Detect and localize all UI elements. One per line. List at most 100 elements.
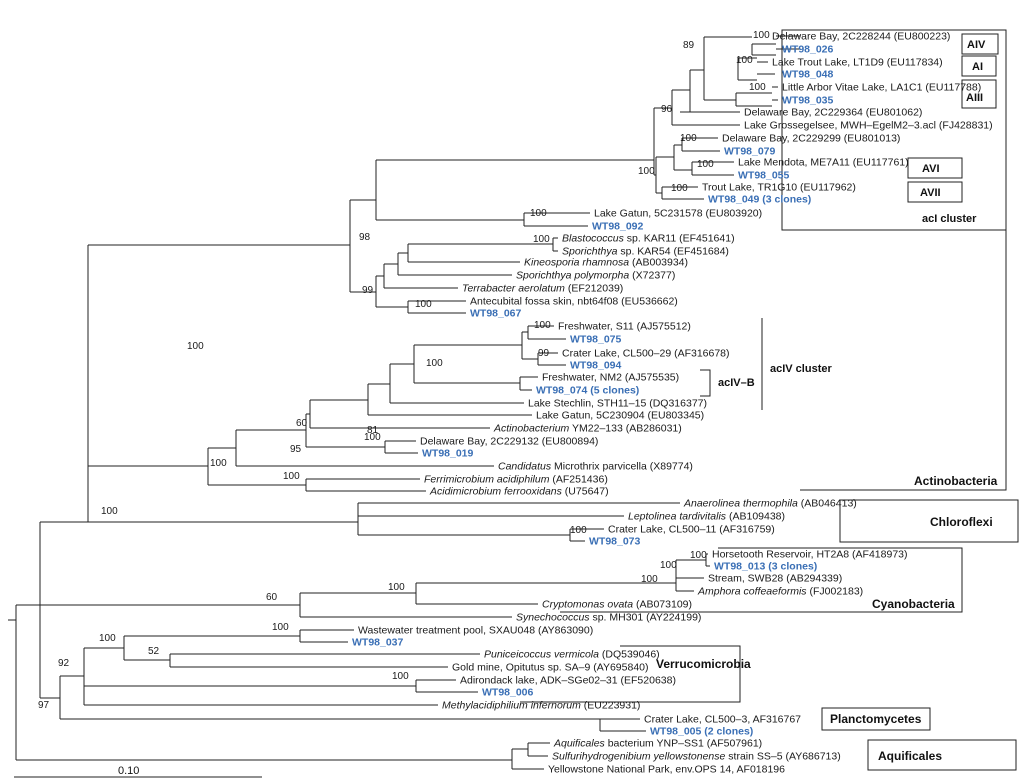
- taxon-label-part: Methylacidiphilium infernorum: [442, 700, 581, 712]
- box-chloro: [839, 499, 1019, 543]
- clone-label: WT98_035: [782, 95, 834, 107]
- group-label-acI: acI cluster: [922, 213, 977, 225]
- box-ai: [961, 55, 997, 77]
- taxon-label: Leptolinea tardivitalis (AB109438): [628, 511, 785, 523]
- taxon-label-part: WT98_037: [352, 637, 404, 649]
- taxon-label-part: WT98_055: [738, 170, 790, 182]
- box-aiii: [961, 79, 997, 109]
- taxon-label-part: Yellowstone National Park, env.OPS 14, A…: [548, 764, 785, 776]
- taxon-label-part: Amphora coffeaeformis: [697, 586, 807, 598]
- bootstrap-value: 89: [683, 40, 695, 51]
- taxon-label-part: Sporichthya polymorpha: [516, 270, 629, 282]
- taxon-label-part: WT98_074 (5 clones): [536, 385, 639, 397]
- group-label-avii: AVII: [920, 187, 941, 199]
- taxon-label: Aquificales bacterium YNP–SS1 (AF507961): [553, 738, 762, 750]
- taxon-label-part: Actinobacterium: [493, 423, 570, 435]
- taxon-label-part: Lake Gatun, 5C231578 (EU803920): [594, 208, 762, 220]
- taxon-label-part: Crater Lake, CL500–29 (AF316678): [562, 348, 730, 360]
- taxon-label-part: Crater Lake, CL500–3, AF316767: [644, 714, 801, 726]
- taxon-label-part: Candidatus: [498, 461, 552, 473]
- taxon-label-part: (AF251436): [549, 474, 607, 486]
- bootstrap-value: 100: [697, 159, 714, 170]
- group-label-actino: Actinobacteria: [914, 474, 998, 488]
- clone-label: WT98_055: [738, 170, 790, 182]
- group-label-verru: Verrucomicrobia: [656, 657, 751, 671]
- taxon-label-part: Leptolinea tardivitalis: [628, 511, 727, 523]
- tree-branches: [8, 35, 800, 770]
- taxon-label: Terrabacter aerolatum (EF212039): [462, 283, 623, 295]
- clone-label: WT98_049 (3 clones): [708, 194, 811, 206]
- clone-label: WT98_079: [724, 146, 776, 158]
- taxon-label: Lake Mendota, ME7A11 (EU117761): [738, 157, 909, 169]
- bootstrap-value: 100: [210, 458, 227, 469]
- taxon-label: Gold mine, Opitutus sp. SA–9 (AY695840): [452, 662, 649, 674]
- box-aquif: [867, 739, 1017, 771]
- clone-label: WT98_073: [589, 536, 641, 548]
- taxon-label-part: Little Arbor Vitae Lake, LA1C1 (EU117788…: [782, 82, 981, 94]
- bootstrap-value: 100: [641, 574, 658, 585]
- taxon-label-part: Cryptomonas ovata: [542, 599, 633, 611]
- bootstrap-value: 97: [38, 700, 50, 711]
- taxon-label: Delaware Bay, 2C228244 (EU800223): [772, 31, 950, 43]
- bracket-cyano: [560, 547, 963, 613]
- bootstrap-labels: 1008910010096100100100100100989910010010…: [38, 30, 770, 711]
- taxon-label-part: WT98_049 (3 clones): [708, 194, 811, 206]
- bootstrap-value: 100: [570, 525, 587, 536]
- clone-label: WT98_013 (3 clones): [714, 561, 817, 573]
- bootstrap-value: 100: [415, 299, 432, 310]
- taxon-label: Freshwater, S11 (AJ575512): [558, 321, 691, 333]
- taxon-label-part: WT98_026: [782, 44, 834, 56]
- taxon-label-part: Lake Trout Lake, LT1D9 (EU117834): [772, 57, 943, 69]
- bootstrap-value: 60: [266, 592, 278, 603]
- bracket-actino: [800, 30, 1007, 491]
- taxon-label: Horsetooth Reservoir, HT2A8 (AF418973): [712, 549, 908, 561]
- taxon-label-part: Acidimicrobium ferrooxidans: [429, 486, 563, 498]
- group-label-acIVB: acIV–B: [718, 377, 755, 389]
- taxon-label-part: (U75647): [562, 486, 609, 498]
- taxon-label-part: Stream, SWB28 (AB294339): [708, 573, 842, 585]
- bootstrap-value: 100: [283, 471, 300, 482]
- taxon-label: Lake Gatun, 5C231578 (EU803920): [594, 208, 762, 220]
- bootstrap-value: 100: [753, 30, 770, 41]
- taxon-label: Crater Lake, CL500–29 (AF316678): [562, 348, 730, 360]
- taxon-label-part: Anaerolinea thermophila: [683, 498, 798, 510]
- taxon-label-part: Synechococcus: [516, 612, 590, 624]
- group-label-cyano: Cyanobacteria: [872, 597, 955, 611]
- taxon-label-part: Lake Grossegelsee, MWH–EgelM2–3.acl (FJ4…: [744, 120, 993, 132]
- taxon-label-part: Ferrimicrobium acidiphilum: [424, 474, 550, 486]
- taxon-label-part: sp. MH301 (AY224199): [590, 612, 702, 624]
- bootstrap-value: 60: [296, 418, 308, 429]
- taxon-label-part: WT98_035: [782, 95, 834, 107]
- group-label-ai: AI: [972, 61, 983, 73]
- scale-bar-label: 0.10: [118, 765, 139, 777]
- taxon-label: Lake Stechlin, STH11–15 (DQ316377): [528, 398, 707, 410]
- taxon-label: Wastewater treatment pool, SXAU048 (AY86…: [358, 625, 593, 637]
- taxon-label-part: (AB003934): [629, 257, 688, 269]
- taxon-label: Anaerolinea thermophila (AB046413): [683, 498, 857, 510]
- taxon-label: Ferrimicrobium acidiphilum (AF251436): [424, 474, 608, 486]
- box-planc: [821, 707, 931, 731]
- taxon-label-part: Delaware Bay, 2C229299 (EU801013): [722, 133, 900, 145]
- taxon-label-part: Gold mine, Opitutus sp. SA–9 (AY695840): [452, 662, 649, 674]
- taxon-label-part: WT98_075: [570, 334, 622, 346]
- taxon-label-part: Lake Gatun, 5C230904 (EU803345): [536, 410, 704, 422]
- taxon-label-part: Lake Stechlin, STH11–15 (DQ316377): [528, 398, 707, 410]
- taxon-label-part: Wastewater treatment pool, SXAU048 (AY86…: [358, 625, 593, 637]
- taxon-label-part: Blastococcus: [562, 233, 625, 245]
- leaf-labels: Delaware Bay, 2C228244 (EU800223)WT98_02…: [352, 31, 993, 776]
- bracket-verru: [520, 645, 741, 703]
- bootstrap-value: 92: [58, 658, 70, 669]
- taxon-label-part: Lake Mendota, ME7A11 (EU117761): [738, 157, 909, 169]
- bootstrap-value: 99: [362, 285, 374, 296]
- taxon-label-part: WT98_079: [724, 146, 776, 158]
- taxon-label-part: Sulfurihydrogenibium yellowstonense: [552, 751, 726, 763]
- bootstrap-value: 98: [359, 232, 371, 243]
- taxon-label-part: WT98_094: [570, 360, 622, 372]
- clone-label: WT98_094: [570, 360, 622, 372]
- clone-label: WT98_074 (5 clones): [536, 385, 639, 397]
- taxon-label-part: Trout Lake, TR1G10 (EU117962): [702, 182, 856, 194]
- taxon-label-part: (AB073109): [633, 599, 692, 611]
- taxon-label-part: (EU223931): [581, 700, 641, 712]
- bootstrap-value: 100: [101, 506, 118, 517]
